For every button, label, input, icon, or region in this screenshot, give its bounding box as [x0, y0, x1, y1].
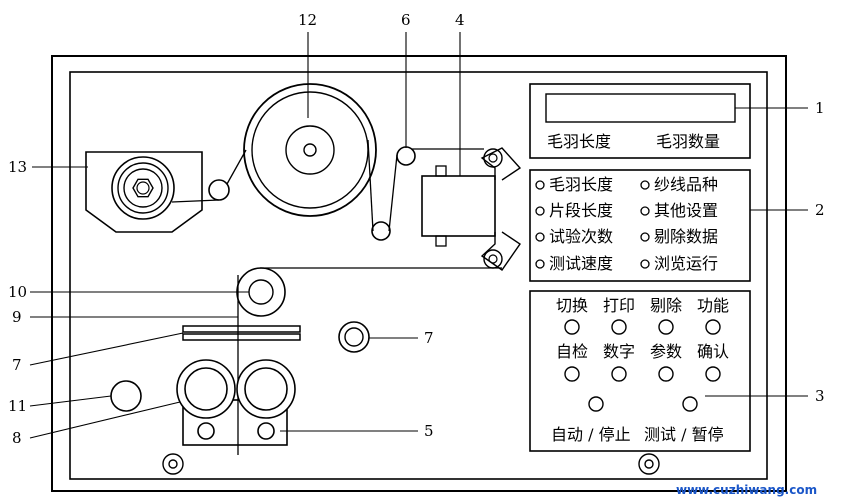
- mode-item-label: 测试速度: [549, 254, 613, 273]
- mount-screw-right: [638, 453, 660, 475]
- keypad-key-label: 确认: [697, 342, 729, 361]
- callout-10: 10: [8, 283, 27, 301]
- callout-8: 8: [12, 429, 22, 447]
- mode-item-label: 浏览运行: [654, 254, 718, 273]
- leader-lines: [29, 32, 808, 439]
- sensor-unit: [421, 147, 522, 271]
- callout-6: 6: [401, 11, 411, 29]
- mode-indicator-led: [640, 180, 650, 190]
- mode-indicator-led: [535, 259, 545, 269]
- mode-indicator-led: [640, 206, 650, 216]
- auto-stop-button[interactable]: [588, 396, 604, 412]
- keypad-button[interactable]: [611, 366, 627, 382]
- draw-off-rollers: [176, 359, 296, 446]
- callout-2: 2: [815, 201, 825, 219]
- callout-13: 13: [8, 158, 27, 176]
- keypad-button[interactable]: [705, 366, 721, 382]
- knob-11: [110, 380, 142, 412]
- callout-1: 1: [815, 99, 825, 117]
- mount-screw-left: [162, 453, 184, 475]
- watermark: www.cuzhiwang.com: [676, 483, 817, 497]
- display-panel: 毛羽长度 毛羽数量: [529, 83, 751, 159]
- callout-7-right: 7: [424, 329, 434, 347]
- test-pause-button[interactable]: [682, 396, 698, 412]
- display-label-left: 毛羽长度: [547, 132, 611, 151]
- mode-item-label: 试验次数: [549, 227, 613, 246]
- guide-wheel-hub: [248, 279, 274, 305]
- keypad-panel: 切换打印剔除功能自检数字参数确认 自动 / 停止 测试 / 暂停: [529, 290, 751, 452]
- callout-5: 5: [424, 422, 434, 440]
- keypad-button[interactable]: [564, 319, 580, 335]
- callout-3: 3: [815, 387, 825, 405]
- keypad-button[interactable]: [611, 319, 627, 335]
- roller-7-hub: [344, 327, 364, 347]
- mode-item-label: 其他设置: [654, 201, 718, 220]
- roller-7: [338, 321, 370, 353]
- pulley-upper: [396, 146, 416, 166]
- callout-11: 11: [8, 397, 27, 415]
- keypad-key-label: 切换: [556, 296, 588, 315]
- keypad-key-label: 数字: [603, 342, 635, 361]
- pulley-lower: [371, 221, 391, 241]
- bobbin-holder: [85, 151, 203, 233]
- yarn-path: [171, 139, 502, 455]
- keypad-label-auto-stop: 自动 / 停止: [551, 425, 631, 444]
- callout-9: 9: [12, 308, 22, 326]
- tension-disc: [243, 83, 377, 217]
- keypad-button[interactable]: [658, 319, 674, 335]
- keypad-button[interactable]: [658, 366, 674, 382]
- outer-housing: [51, 55, 787, 492]
- callout-numbers: 1 2 3 4 5 6 7 7 8 9 10 11 12 13: [8, 11, 825, 447]
- keypad-key-label: 剔除: [650, 296, 682, 315]
- mode-indicator-led: [535, 206, 545, 216]
- guide-roller: [208, 179, 230, 201]
- callout-4: 4: [455, 11, 465, 29]
- inner-panel: [69, 71, 768, 480]
- keypad-label-test-pause: 测试 / 暂停: [644, 425, 724, 444]
- mode-item-label: 片段长度: [549, 201, 613, 220]
- callout-7-left: 7: [12, 356, 22, 374]
- keypad-key-label: 参数: [650, 342, 682, 361]
- mode-item-label: 纱线品种: [654, 175, 718, 194]
- keypad-key-label: 打印: [603, 296, 635, 315]
- keypad-key-label: 功能: [697, 296, 729, 315]
- mode-item-label: 毛羽长度: [549, 175, 613, 194]
- mode-indicator-led: [640, 232, 650, 242]
- display-label-right: 毛羽数量: [656, 132, 720, 151]
- keypad-button[interactable]: [564, 366, 580, 382]
- guide-plate: [182, 325, 301, 341]
- mode-indicator-led: [535, 232, 545, 242]
- keypad-key-label: 自检: [556, 342, 588, 361]
- mode-indicator-led: [535, 180, 545, 190]
- mode-indicator-led: [640, 259, 650, 269]
- lcd-screen: [545, 93, 736, 123]
- keypad-button[interactable]: [705, 319, 721, 335]
- callout-12: 12: [298, 11, 317, 29]
- mode-item-label: 剔除数据: [654, 227, 718, 246]
